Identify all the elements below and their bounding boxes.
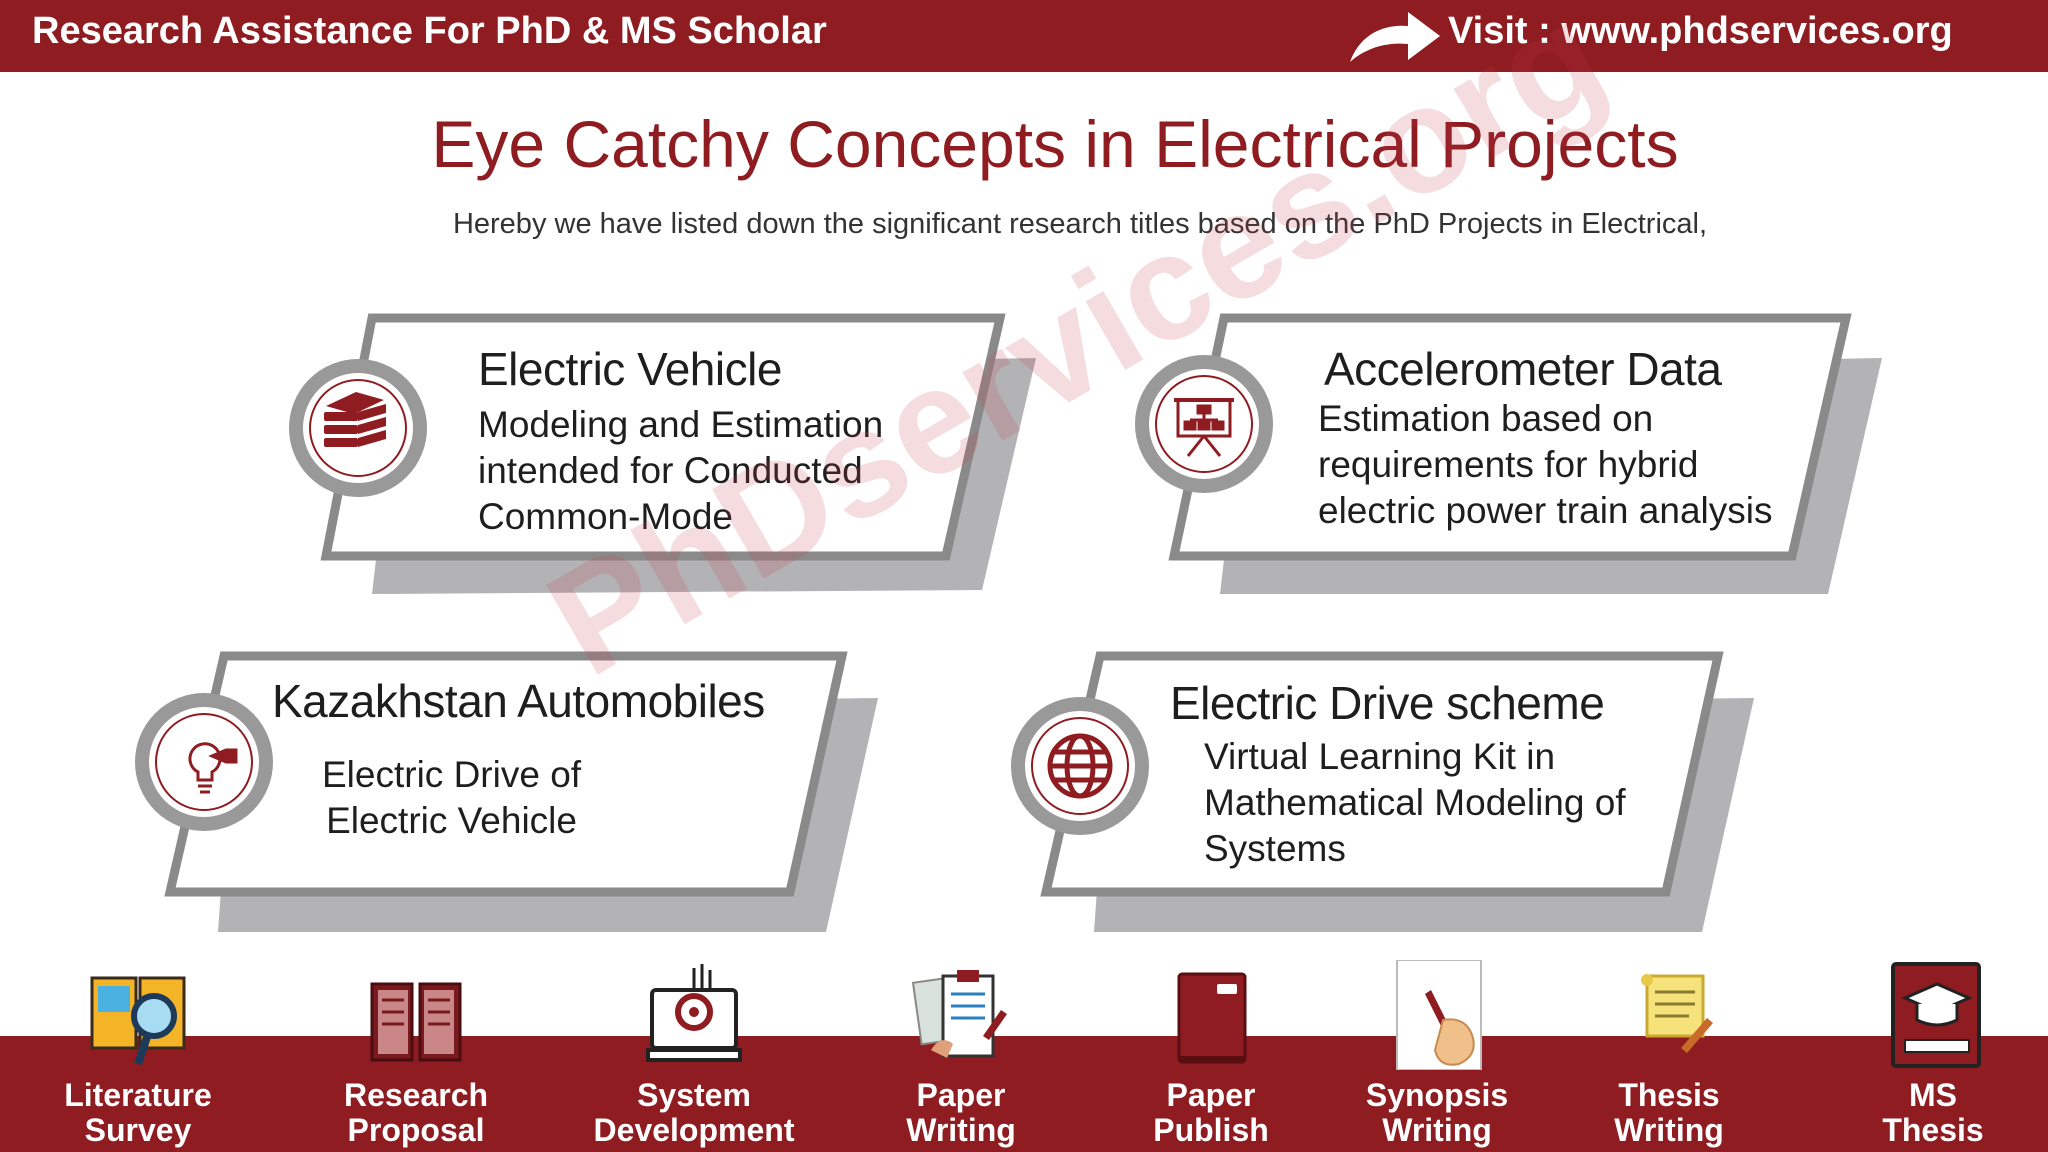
card-3-line: Electric Vehicle (326, 800, 577, 841)
card-3-line: Electric Drive of (322, 754, 582, 795)
journal-icon (1177, 972, 1247, 1064)
curved-arrow-icon (1350, 12, 1440, 62)
card-4-line: Mathematical Modeling of (1204, 782, 1626, 823)
website-link[interactable]: Visit : www.phdservices.org (1448, 10, 1953, 52)
card-4-line: Virtual Learning Kit in (1204, 736, 1556, 777)
services-bar (0, 1036, 2048, 1152)
card-kazakhstan (135, 651, 878, 932)
card-accelerometer (1135, 313, 1882, 594)
card-2-body: Estimation based on requirements for hyb… (1318, 396, 1772, 534)
card-1-body: Modeling and Estimation intended for Con… (478, 402, 883, 540)
page-title: Eye Catchy Concepts in Electrical Projec… (431, 107, 1679, 181)
card-2-title: Accelerometer Data (1324, 343, 1722, 395)
card-2-line: requirements for hybrid (1318, 444, 1699, 485)
card-2-line: electric power train analysis (1318, 490, 1773, 531)
open-book-icon (370, 982, 462, 1062)
card-4-line: Systems (1204, 828, 1346, 869)
scroll-books-icon (1625, 974, 1713, 1068)
graduation-book-icon (1891, 962, 1981, 1068)
card-1-line: intended for Conducted (478, 450, 863, 491)
clipboard-writing-icon (911, 970, 1007, 1058)
card-electric-vehicle (289, 313, 1036, 594)
card-1-title: Electric Vehicle (478, 343, 782, 395)
monitor-gear-icon (646, 964, 742, 1062)
book-magnifier-icon (90, 976, 186, 1066)
card-electric-drive (1011, 651, 1754, 932)
lightbulb-icon (188, 742, 238, 794)
globe-icon (1047, 733, 1113, 799)
card-1-line: Modeling and Estimation (478, 404, 884, 445)
tagline: Research Assistance For PhD & MS Scholar (32, 10, 827, 52)
card-1-line: Common-Mode (478, 496, 733, 537)
card-3-body: Electric Drive of Electric Vehicle (322, 752, 581, 844)
card-4-body: Virtual Learning Kit in Mathematical Mod… (1204, 734, 1626, 872)
card-4-title: Electric Drive scheme (1170, 677, 1605, 729)
top-banner: Research Assistance For PhD & MS Scholar… (0, 0, 2048, 72)
books-icon (324, 392, 386, 447)
page-subtitle: Hereby we have listed down the significa… (452, 208, 1708, 240)
presentation-icon (1174, 398, 1234, 457)
hand-pen-icon (1396, 960, 1482, 1070)
card-3-title: Kazakhstan Automobiles (272, 675, 765, 727)
card-2-line: Estimation based on (1318, 398, 1654, 439)
